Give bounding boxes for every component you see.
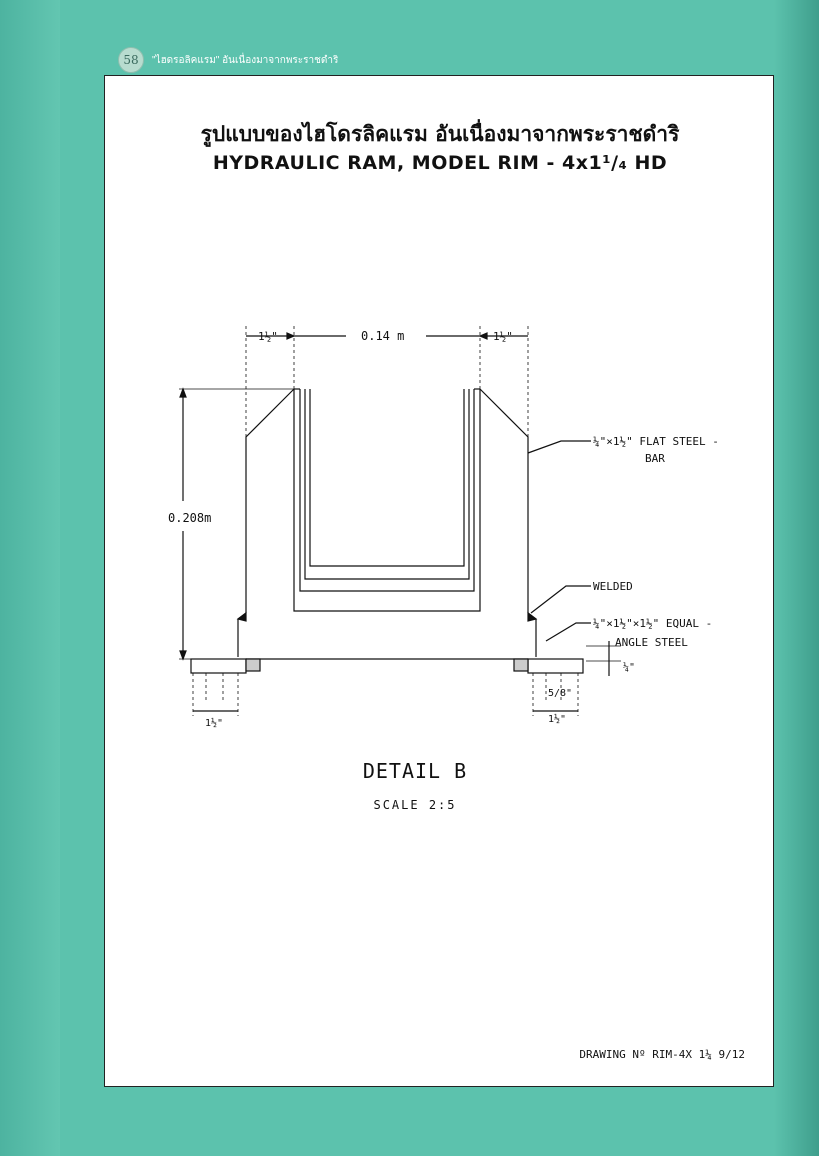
title-english: HYDRAULIC RAM, MODEL RIM - 4x1¹/₄ HD [212, 152, 668, 174]
detail-title: DETAIL B [362, 759, 468, 783]
dim-side-right-label: 1½" [493, 330, 513, 343]
welded-label: WELDED [593, 580, 633, 593]
angle-steel-label-1: ¼"×1½"×1½" EQUAL - [593, 617, 712, 630]
flat-bar-label-1: ¼"×1½" FLAT STEEL - [593, 435, 719, 448]
scale-label: SCALE 2:5 [373, 798, 457, 812]
page-number: 58 [118, 47, 144, 73]
angle-steel-label-2: ANGLE STEEL [615, 636, 688, 649]
drawing-number: DRAWING Nº RIM-4X 1¼ 9/12 [579, 1048, 745, 1061]
hole-dim-label: 5/8" [548, 688, 572, 699]
technical-drawing: 0.14 m 1½" 1½" 0.208m ¼"×1½" FLAT STEEL … [168, 326, 719, 729]
drawing-sheet: รูปแบบของไฮโดรลิคแรม อันเนื่องมาจากพระรา… [104, 75, 774, 1087]
angle-thick-label: ¼" [623, 661, 635, 673]
dim-width-label: 0.14 m [361, 329, 404, 343]
page-edge [774, 0, 819, 1156]
base-right-dim-label: 1½" [548, 713, 566, 725]
running-title: "ไฮดรอลิคแรม" อันเนื่องมาจากพระราชดำริ [152, 54, 339, 66]
base-left-dim-label: 1½" [205, 717, 223, 729]
dim-height-label: 0.208m [168, 511, 211, 525]
page-header: 58 "ไฮดรอลิคแรม" อันเนื่องมาจากพระราชดำร… [118, 47, 339, 73]
book-spine [0, 0, 60, 1156]
flat-bar-label-2: BAR [645, 452, 665, 465]
title-thai: รูปแบบของไฮโดรลิคแรม อันเนื่องมาจากพระรา… [200, 122, 680, 146]
dim-side-left-label: 1½" [258, 330, 278, 343]
